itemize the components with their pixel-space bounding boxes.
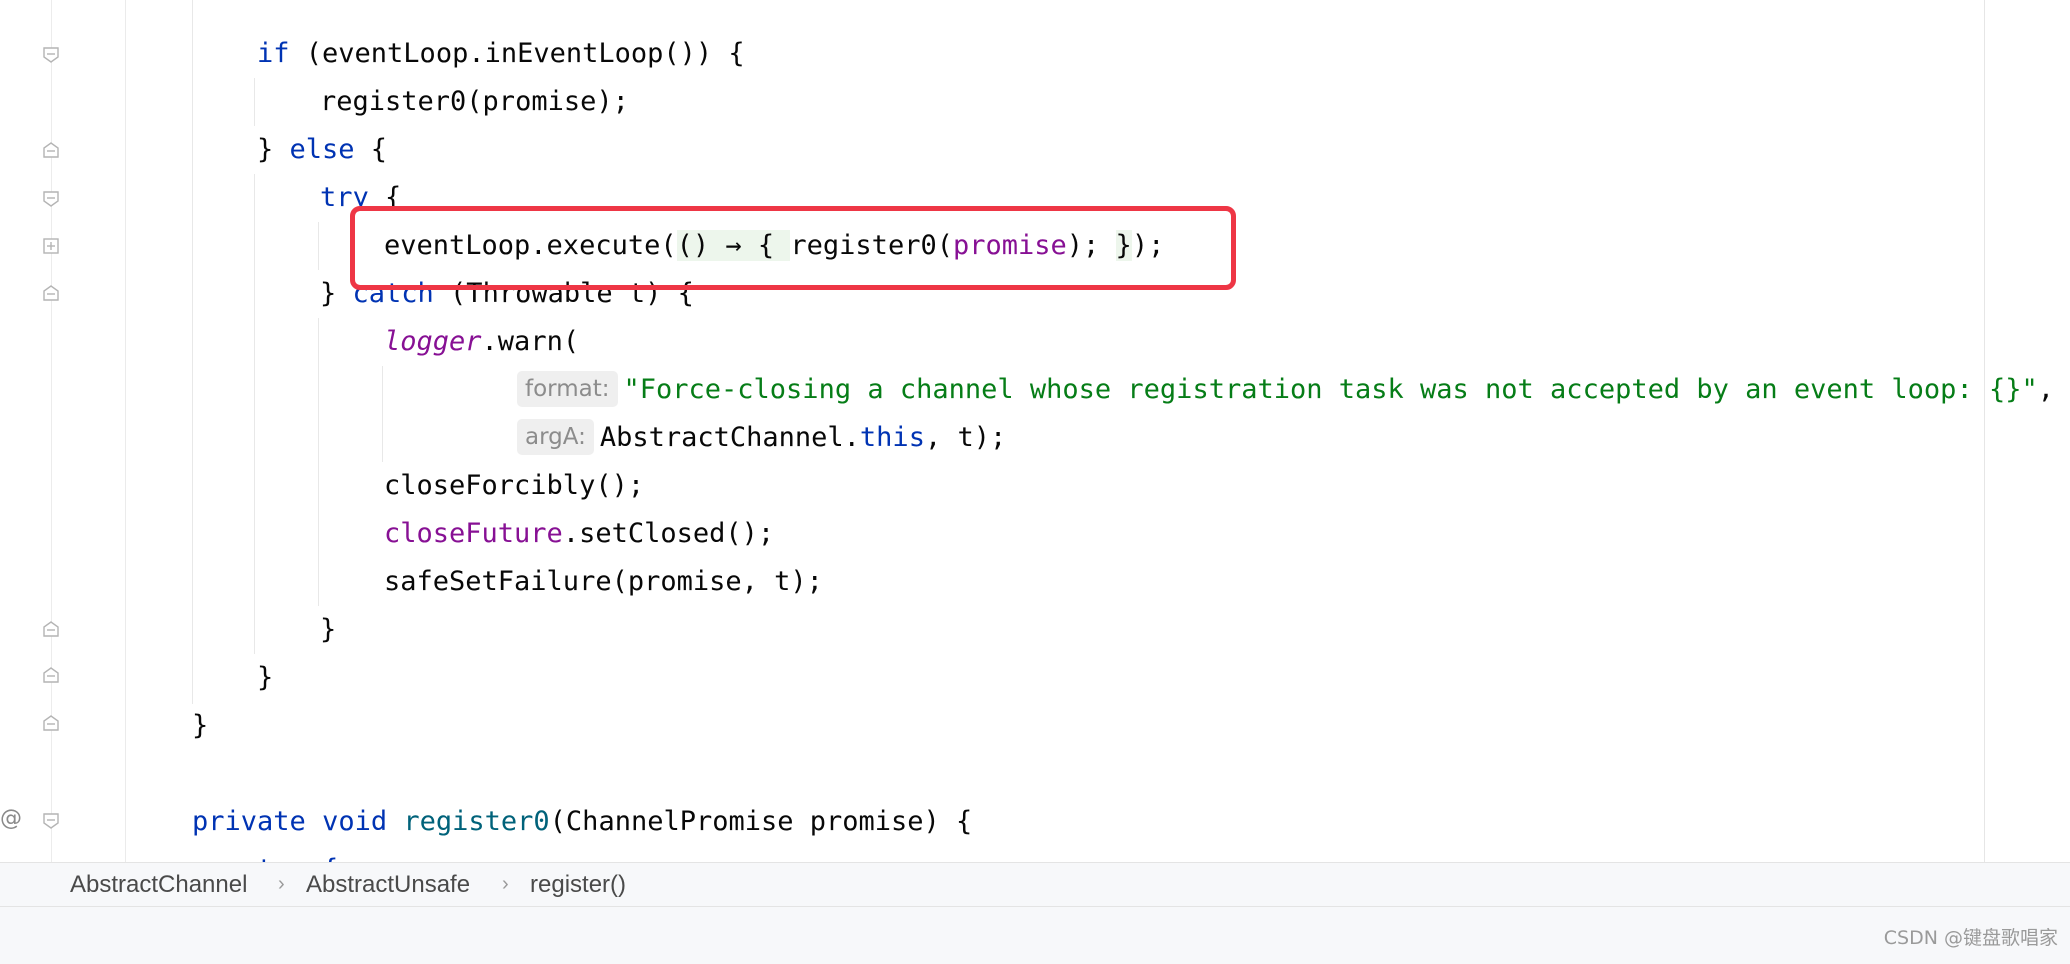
code-text: eventLoop.execute( <box>384 230 677 261</box>
fold-open-icon[interactable] <box>42 46 60 64</box>
breadcrumb: AbstractChannel › AbstractUnsafe › regis… <box>0 862 2070 907</box>
code-line[interactable]: } <box>0 606 336 654</box>
breadcrumb-item-inner-class[interactable]: AbstractUnsafe <box>306 871 471 898</box>
indent-guide <box>382 366 383 462</box>
code-line[interactable]: argA:AbstractChannel.this, t); <box>0 414 1006 462</box>
code-line[interactable]: if (eventLoop.inEventLoop()) { <box>0 30 745 78</box>
code-text: ); <box>1131 230 1165 261</box>
watermark: CSDN @键盘歌唱家 <box>1883 927 2058 949</box>
code-line[interactable]: } <box>0 654 273 702</box>
status-bar: CSDN @键盘歌唱家 <box>0 907 2070 964</box>
keyword: catch <box>352 278 434 309</box>
code-line[interactable]: } else { <box>0 126 387 174</box>
keyword: if <box>257 38 290 69</box>
code-line[interactable]: register0(promise); <box>0 78 629 126</box>
code-text: (eventLoop.inEventLoop()) { <box>289 38 745 69</box>
indent-guide <box>254 174 255 654</box>
code-text: } <box>257 134 290 165</box>
code-line[interactable]: } <box>0 702 208 750</box>
code-text: } <box>320 614 337 645</box>
parameter-hint: format: <box>517 371 618 407</box>
code-line[interactable]: logger.warn( <box>0 318 579 366</box>
method-declaration: register0 <box>403 806 550 837</box>
code-text: try { <box>257 854 338 862</box>
code-line[interactable]: private void register0(ChannelPromise pr… <box>0 798 972 846</box>
keyword: else <box>289 134 355 165</box>
code-line[interactable]: format:"Force-closing a channel whose re… <box>0 366 2054 414</box>
editor-gutter <box>0 0 126 862</box>
string-literal: "Force-closing a channel whose registrat… <box>623 374 2038 405</box>
code-text: (ChannelPromise promise) { <box>549 806 973 837</box>
gutter-separator <box>125 0 126 862</box>
code-text: .warn( <box>481 326 580 357</box>
code-text: } <box>320 278 353 309</box>
fold-close-icon[interactable] <box>42 620 60 638</box>
code-text: AbstractChannel. <box>599 422 860 453</box>
code-text: , <box>2037 374 2054 405</box>
lambda-fold-close[interactable]: } <box>1115 230 1132 261</box>
code-line-highlighted[interactable]: eventLoop.execute(() → { register0(promi… <box>0 222 1164 270</box>
fold-close-icon[interactable] <box>42 284 60 302</box>
code-line-partial[interactable]: try { <box>0 846 338 862</box>
field-reference: promise <box>952 230 1067 261</box>
code-text: register0( <box>790 230 953 261</box>
chevron-right-icon: › <box>278 873 285 895</box>
code-text: register0(promise); <box>320 86 629 117</box>
indent-guide <box>318 318 319 606</box>
fold-close-icon[interactable] <box>42 141 60 159</box>
code-text: { <box>368 182 402 213</box>
fold-close-icon[interactable] <box>42 666 60 684</box>
keyword: private <box>192 806 306 837</box>
code-line[interactable]: safeSetFailure(promise, t); <box>0 558 823 606</box>
breadcrumb-item-class[interactable]: AbstractChannel <box>70 871 248 898</box>
code-text: closeForcibly(); <box>384 470 645 501</box>
code-line[interactable]: } catch (Throwable t) { <box>0 270 694 318</box>
fold-expand-icon[interactable] <box>42 237 60 255</box>
fold-open-icon[interactable] <box>42 812 60 830</box>
code-line[interactable]: try { <box>0 174 401 222</box>
fold-open-icon[interactable] <box>42 190 60 208</box>
chevron-right-icon: › <box>502 873 509 895</box>
fold-close-icon[interactable] <box>42 714 60 732</box>
parameter-hint: argA: <box>517 419 594 455</box>
keyword: void <box>322 806 388 837</box>
code-text: { <box>354 134 388 165</box>
code-text: } <box>257 662 274 693</box>
static-field-reference: logger <box>384 326 482 357</box>
field-reference: closeFuture <box>384 518 563 549</box>
code-text: } <box>192 710 209 741</box>
code-text: ); <box>1066 230 1116 261</box>
highlight-annotation-box <box>350 206 1236 290</box>
code-editor[interactable]: @ if (eventLoop.inEventLoop()) { registe… <box>0 0 2070 862</box>
keyword: this <box>859 422 925 453</box>
code-line[interactable]: closeForcibly(); <box>0 462 644 510</box>
code-line[interactable]: closeFuture.setClosed(); <box>0 510 774 558</box>
code-text: .setClosed(); <box>562 518 775 549</box>
code-text: , t); <box>924 422 1007 453</box>
indent-guide <box>254 78 255 126</box>
right-margin-guide <box>1984 0 1985 862</box>
code-text: (Throwable t) { <box>433 278 694 309</box>
indent-guide <box>192 0 193 704</box>
gutter-divider <box>51 0 52 862</box>
lambda-fold-placeholder[interactable]: () → { <box>676 230 791 261</box>
indent-guide <box>318 222 319 270</box>
code-text: safeSetFailure(promise, t); <box>384 566 823 597</box>
override-annotation-icon[interactable]: @ <box>0 806 22 831</box>
breadcrumb-item-method[interactable]: register() <box>530 871 627 898</box>
